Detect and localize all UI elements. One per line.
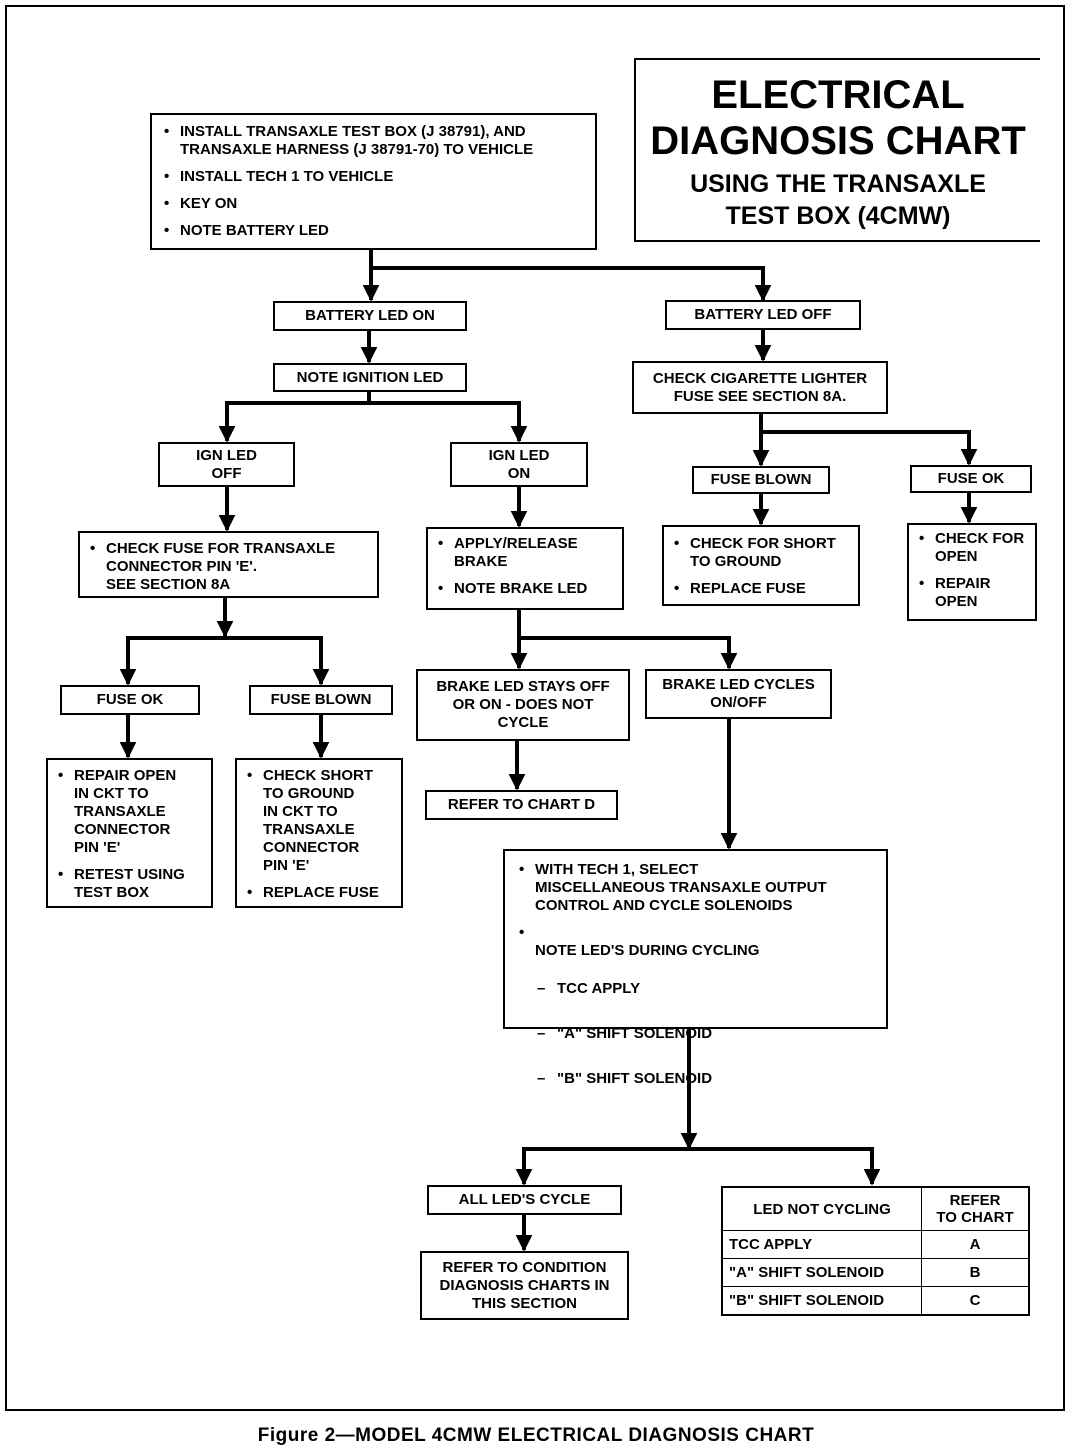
check-fuse-item: CHECK FUSE FOR TRANSAXLE CONNECTOR PIN '… (88, 540, 371, 594)
repair-open-item: REPAIR OPEN IN CKT TO TRANSAXLE CONNECTO… (56, 767, 207, 857)
page-frame (5, 5, 1065, 1411)
node-tech1-select: WITH TECH 1, SELECT MISCELLANEOUS TRANSA… (503, 849, 888, 1088)
start-item: NOTE BATTERY LED (162, 222, 587, 240)
node-ign-led-on: IGN LED ON (450, 442, 588, 487)
table-cell: C (921, 1285, 1030, 1316)
node-check-short-ground-right: CHECK FOR SHORT TO GROUND REPLACE FUSE (662, 525, 860, 606)
table-row: "A" SHIFT SOLENOID B (721, 1257, 1030, 1287)
node-fuse-ok-right: FUSE OK (910, 465, 1032, 493)
title-line-4: TEST BOX (4CMW) (725, 202, 951, 230)
node-check-open-right: CHECK FOR OPEN REPAIR OPEN (907, 523, 1037, 621)
table-row: TCC APPLY A (721, 1230, 1030, 1259)
title-line-2: DIAGNOSIS CHART (650, 119, 1026, 163)
tech1-sub-item: "B" SHIFT SOLENOID (535, 1070, 880, 1088)
table-row: "B" SHIFT SOLENOID C (721, 1285, 1030, 1316)
check-short-right-item: REPLACE FUSE (672, 580, 852, 598)
start-item: KEY ON (162, 195, 587, 213)
node-start: INSTALL TRANSAXLE TEST BOX (J 38791), AN… (150, 113, 597, 250)
repair-open-item: RETEST USING TEST BOX (56, 866, 207, 902)
node-check-lighter-fuse: CHECK CIGARETTE LIGHTER FUSE SEE SECTION… (632, 361, 888, 414)
node-battery-led-off: BATTERY LED OFF (665, 300, 861, 330)
tech1-item: NOTE LED'S DURING CYCLING TCC APPLY "A" … (517, 924, 880, 1133)
node-ign-led-off: IGN LED OFF (158, 442, 295, 487)
check-short-right-item: CHECK FOR SHORT TO GROUND (672, 535, 852, 571)
node-apply-release-brake: APPLY/RELEASE BRAKE NOTE BRAKE LED (426, 527, 624, 610)
tech1-sub-item: "A" SHIFT SOLENOID (535, 1025, 880, 1043)
table-header-cell: REFER TO CHART (921, 1186, 1030, 1231)
node-check-short-left: CHECK SHORT TO GROUND IN CKT TO TRANSAXL… (235, 758, 403, 908)
node-battery-led-on: BATTERY LED ON (273, 301, 467, 331)
tech1-item: WITH TECH 1, SELECT MISCELLANEOUS TRANSA… (517, 861, 880, 915)
title-line-1: ELECTRICAL (711, 73, 965, 117)
refer-header-text: REFER TO CHART (936, 1192, 1014, 1226)
node-note-ignition-led: NOTE IGNITION LED (273, 363, 467, 392)
check-open-item: REPAIR OPEN (917, 575, 1031, 611)
start-item: INSTALL TRANSAXLE TEST BOX (J 38791), AN… (162, 123, 587, 159)
node-all-leds-cycle: ALL LED'S CYCLE (427, 1185, 622, 1215)
node-fuse-ok-left: FUSE OK (60, 685, 200, 715)
check-open-item: CHECK FOR OPEN (917, 530, 1031, 566)
table-cell: B (921, 1257, 1030, 1287)
apply-brake-item: NOTE BRAKE LED (436, 580, 616, 598)
node-refer-condition: REFER TO CONDITION DIAGNOSIS CHARTS IN T… (420, 1251, 629, 1320)
node-fuse-blown-left: FUSE BLOWN (249, 685, 393, 715)
led-not-cycling-table: LED NOT CYCLING REFER TO CHART TCC APPLY… (721, 1186, 1030, 1316)
node-repair-open-left: REPAIR OPEN IN CKT TO TRANSAXLE CONNECTO… (46, 758, 213, 908)
apply-brake-item: APPLY/RELEASE BRAKE (436, 535, 616, 571)
node-refer-chart-d: REFER TO CHART D (425, 790, 618, 820)
tech1-sub-item: TCC APPLY (535, 980, 880, 998)
title-line-3: USING THE TRANSAXLE (690, 170, 986, 198)
node-fuse-blown-right: FUSE BLOWN (692, 466, 830, 494)
tech1-item-text: NOTE LED'S DURING CYCLING (535, 942, 760, 959)
check-short-left-item: REPLACE FUSE (245, 884, 397, 902)
table-header-cell: LED NOT CYCLING (721, 1186, 923, 1231)
node-check-fuse-connector: CHECK FUSE FOR TRANSAXLE CONNECTOR PIN '… (78, 531, 379, 598)
start-item: INSTALL TECH 1 TO VEHICLE (162, 168, 587, 186)
chart-title-block: ELECTRICAL DIAGNOSIS CHART USING THE TRA… (634, 58, 1040, 242)
figure-caption: Figure 2—MODEL 4CMW ELECTRICAL DIAGNOSIS… (257, 1425, 815, 1446)
node-brake-led-stays: BRAKE LED STAYS OFF OR ON - DOES NOT CYC… (416, 669, 630, 741)
table-cell: TCC APPLY (721, 1230, 923, 1259)
node-brake-led-cycles: BRAKE LED CYCLES ON/OFF (645, 669, 832, 719)
table-cell: "B" SHIFT SOLENOID (721, 1285, 923, 1316)
table-cell: A (921, 1230, 1030, 1259)
check-short-left-item: CHECK SHORT TO GROUND IN CKT TO TRANSAXL… (245, 767, 397, 875)
table-cell: "A" SHIFT SOLENOID (721, 1257, 923, 1287)
table-header-row: LED NOT CYCLING REFER TO CHART (721, 1186, 1030, 1231)
